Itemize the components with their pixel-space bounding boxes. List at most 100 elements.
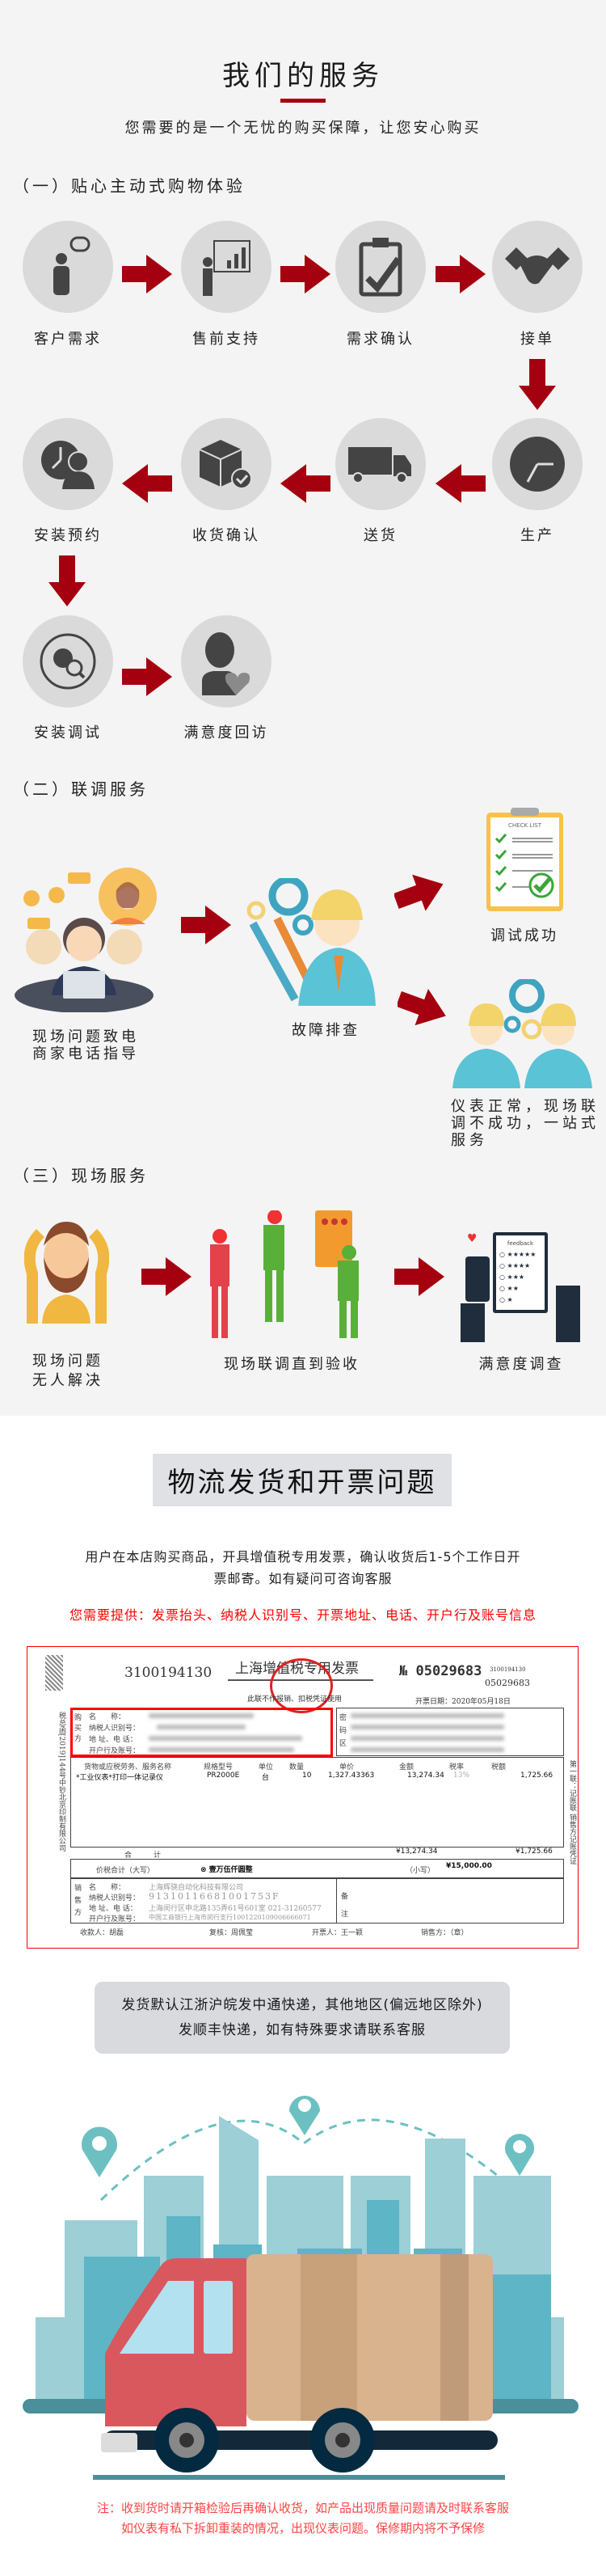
buyer-highlight-box [70,1708,333,1757]
label-line: 服务 [451,1132,488,1149]
worried-man-illustration [24,1222,109,1324]
location-pin-icon [82,2126,117,2177]
shipping-line: 发顺丰快递，如有特殊要求请联系客服 [179,2021,426,2038]
warranty-note: 注：收到货时请开箱检验后再确认收货，如产品出现质量问题请及时联系客服 如仪表有私… [20,2498,586,2539]
buyer-label: 纳税人识别号： [89,1725,141,1733]
step-label: 安装调试 [34,724,102,741]
onsite-service-label: 仪表正常，现场联调不成功，一站式服务 [451,1098,600,1149]
step-label: 生产 [520,527,554,544]
gear-search-icon [23,615,113,707]
clock-user-icon [23,418,113,510]
seller-name: 上海辉骁自动化科技有限公司 [149,1884,244,1892]
col-header: 单位 [259,1763,274,1772]
arrow-left-icon [122,464,172,503]
seller-side-label: 销售方 [74,1885,82,1917]
step-label: 满意度回访 [183,724,269,741]
page-title: 我们的服务 [222,60,384,92]
label-line: 现场问题 [32,1353,103,1370]
invoice-paragraph: 用户在本店购买商品，开具增值税专用发票，确认收货后1-5个工作日开票邮寄。如有疑… [44,1546,562,1590]
svg-text:○ ★★★★: ○ ★★★★ [499,1262,530,1269]
handshake-icon [492,221,583,313]
required-info: 您需要提供：发票抬头、纳税人识别号、开票地址、电话、开户行及账号信息 [69,1607,537,1623]
invoice-date: 2020年05月18日 [452,1698,511,1706]
password-area-label: 密码区 [339,1714,347,1748]
item-unit: 台 [262,1774,270,1782]
invoice-number: 05029683 [415,1663,482,1679]
checkmarks-icon [494,834,554,898]
success-label: 调试成功 [490,927,558,944]
col-header: 税率 [449,1763,465,1772]
col-header: 货物或应税劳务、服务名称 [84,1763,172,1772]
arrow-right-icon [141,1257,191,1296]
buyer-side-label: 购买方 [74,1714,82,1743]
svg-text:○ ★★★★★: ○ ★★★★★ [499,1251,536,1258]
col-header: 税额 [491,1763,507,1772]
step-label: 安装预约 [34,527,102,544]
two-engineers-illustration [452,979,592,1088]
buyer-label: 开户行及账号： [89,1747,141,1755]
shipping-line: 发货默认江浙沪皖发中通快递，其他地区(偏远地区除外) [121,1996,483,2013]
user-heart-icon [181,615,271,707]
feedback-heading: feedback [507,1240,534,1247]
invoice-notice: 此联不作报销、扣税凭证使用 [247,1696,343,1704]
reviewer: 复核：周佩莹 [209,1929,254,1937]
services-background [0,0,606,1416]
arrow-right-icon [122,657,172,696]
customer-speech-icon [23,221,113,313]
onsite-workers-illustration [210,1210,359,1338]
col-header: 单价 [339,1763,355,1772]
total-tax: ¥1,725.66 [516,1848,553,1856]
item-name: *工业仪表*打印一体记录仪 [76,1774,164,1782]
label-line: 无人解决 [32,1372,103,1389]
svg-text:○ ★★: ○ ★★ [499,1285,519,1292]
grand-total-label: 价税合计（大写） [96,1867,155,1875]
title-underline [280,99,326,103]
call-center-illustration [15,868,157,1012]
arrow-down-right-icon [398,989,446,1025]
label-line: 调不成功，一站式 [451,1115,600,1132]
arrow-left-icon [436,464,486,503]
engineer-tools-illustration [246,878,376,1006]
step-label: 接单 [520,331,554,348]
section2-title: （二）联调服务 [13,779,149,799]
truck-icon [335,418,426,510]
buyer-label: 名 称： [89,1713,126,1721]
invoice-code: 3100194130 [124,1665,213,1681]
right-side-text: 第一联：记账联 销售方记账凭证 [568,1760,576,1864]
step-label: 送货 [364,527,398,544]
item-amount: 13,274.34 [407,1772,444,1780]
col-header: 数量 [289,1763,305,1772]
presentation-chart-icon [181,221,271,313]
page-subtitle: 您需要的是一个无忧的购买保障，让您安心购买 [124,120,482,137]
item-qty: 10 [302,1772,312,1780]
grand-total-words: ⊗ 壹万伍仟圆整 [200,1866,253,1874]
checklist-heading: CHECK LIST [508,822,541,829]
grand-total-small: ¥15,000.00 [446,1862,492,1870]
small-label: （小写） [406,1867,436,1875]
seller-seal: 销售方：（章） [421,1929,469,1937]
no-prefix: № [399,1663,408,1679]
label-line: 现场问题致电 [32,1028,139,1045]
col-header: 规格型号 [204,1763,234,1772]
seller-label: 地 址、电 话： [89,1905,137,1913]
arrow-up-right-icon [394,874,444,910]
date-label: 开票日期： [415,1698,452,1706]
invoice-code-small: 3100194130 [490,1666,526,1673]
label-line: 商家电话指导 [32,1045,139,1062]
troubleshoot-label: 故障排查 [292,1022,360,1039]
step-label: 售前支持 [192,331,260,348]
delivery-truck-illustration [23,2096,579,2480]
item-rate: 13% [453,1772,470,1780]
box-check-icon [181,418,271,510]
remark-label: 备注 [341,1893,349,1919]
feedback-illustration: feedback ○ ★★★★★○ ★★★★○ ★★★○ ★★○ ★ ♥ [461,1229,582,1342]
survey-label: 满意度调查 [478,1356,564,1373]
invoice-stamp [270,1658,333,1713]
note-line: 注：收到货时请开箱检验后再确认收货，如产品出现质量问题请及时联系客服 [96,2501,509,2515]
arrow-right-icon [394,1257,444,1296]
item-price: 1,327.43363 [328,1772,375,1780]
shipping-callout: 发货默认江浙沪皖发中通快递，其他地区(偏远地区除外) 发顺丰快递，如有特殊要求请… [95,1982,510,2054]
phone-guide-label: 现场问题致电商家电话指导 [32,1028,139,1062]
seller-label: 名 称： [89,1884,126,1892]
svg-text:○ ★: ○ ★ [499,1296,513,1303]
